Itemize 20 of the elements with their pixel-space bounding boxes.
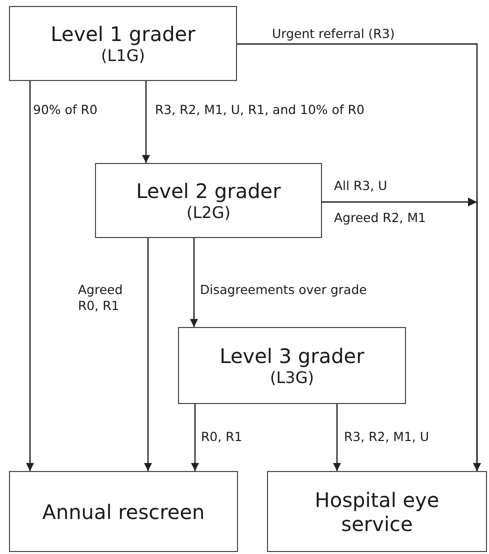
flow-note: Agreed R2, M1 <box>334 210 426 226</box>
box-title: Annual rescreen <box>42 500 205 524</box>
box-title: Level 2 grader <box>136 178 281 202</box>
edge-label: All R3, U <box>334 178 388 194</box>
process-box <box>95 163 322 238</box>
process-box <box>9 471 238 552</box>
box-title: Level 3 grader <box>220 344 364 368</box>
box-abbreviation: (L2G) <box>186 202 230 222</box>
process-box <box>9 6 237 81</box>
edge-label: Disagreements over grade <box>200 282 367 298</box>
box-abbreviation: (L1G) <box>101 46 145 66</box>
box-title: Level 1 grader <box>50 22 196 46</box>
process-box <box>178 327 406 404</box>
box-abbreviation: (L3G) <box>270 368 314 388</box>
edge-label: Urgent referral (R3) <box>272 26 395 42</box>
box-title: Hospital eye service <box>314 488 440 536</box>
edge-label: R0, R1 <box>201 429 242 445</box>
process-box <box>267 471 487 552</box>
edge-label: R3, R2, M1, U <box>344 429 430 445</box>
edge-label: R3, R2, M1, U, R1, and 10% of R0 <box>155 102 364 118</box>
